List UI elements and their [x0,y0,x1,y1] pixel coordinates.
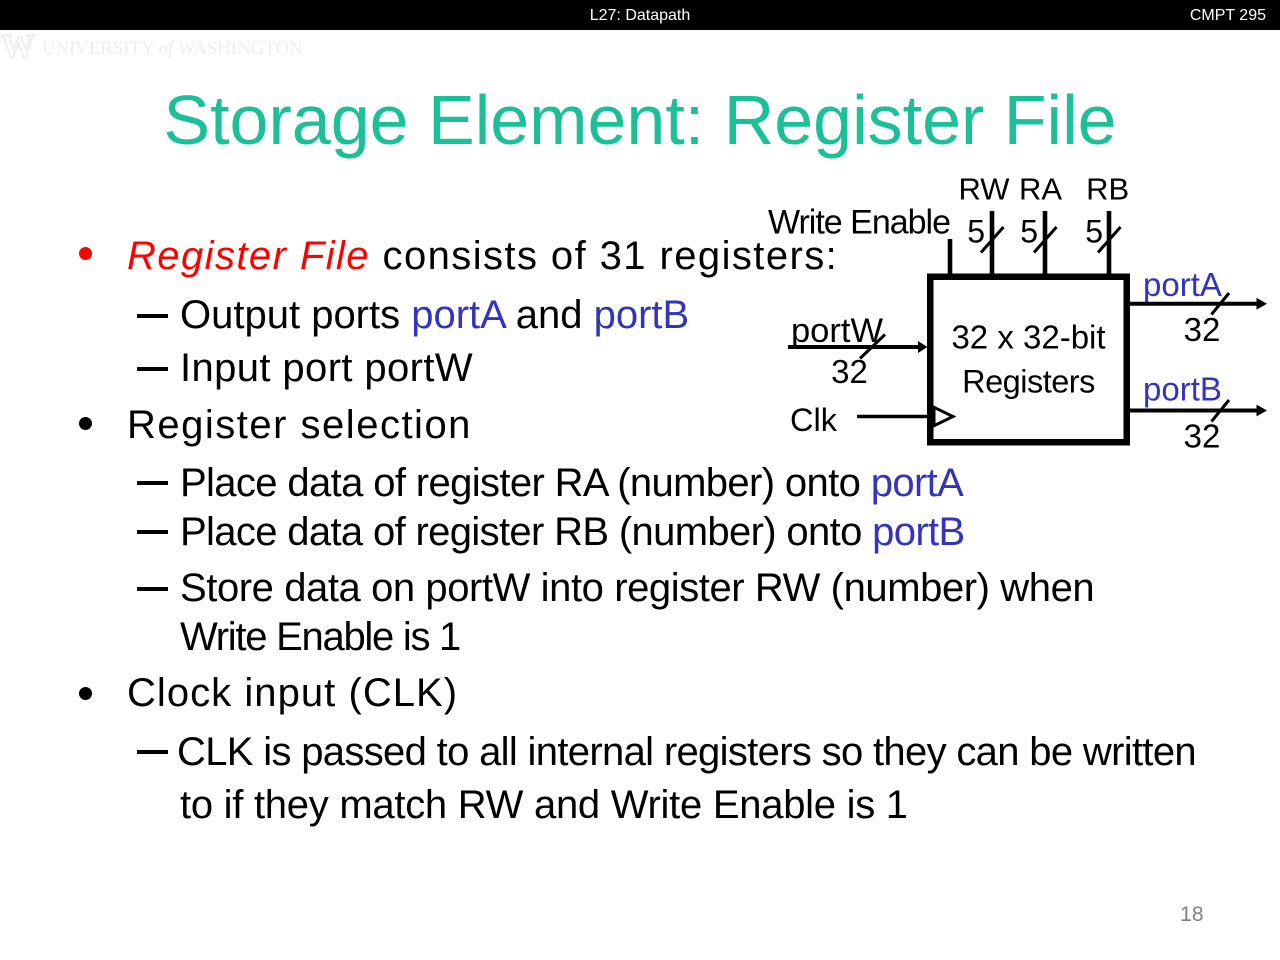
svg-text:32: 32 [1184,311,1221,348]
svg-text:32 x 32-bit: 32 x 32-bit [951,319,1105,356]
svg-text:portW: portW [791,312,883,350]
svg-text:Clk: Clk [790,402,838,438]
svg-text:32: 32 [1184,418,1221,455]
svg-text:5: 5 [1085,213,1103,249]
svg-text:32: 32 [831,353,868,390]
svg-text:RW: RW [958,172,1010,207]
svg-text:portA: portA [1143,266,1222,303]
svg-text:Registers: Registers [962,363,1095,399]
svg-text:Write Enable: Write Enable [768,204,950,242]
svg-text:portB: portB [1143,371,1222,408]
svg-text:5: 5 [967,213,985,249]
svg-text:RA: RA [1019,172,1062,207]
svg-text:RB: RB [1086,172,1129,207]
svg-text:5: 5 [1020,213,1038,249]
